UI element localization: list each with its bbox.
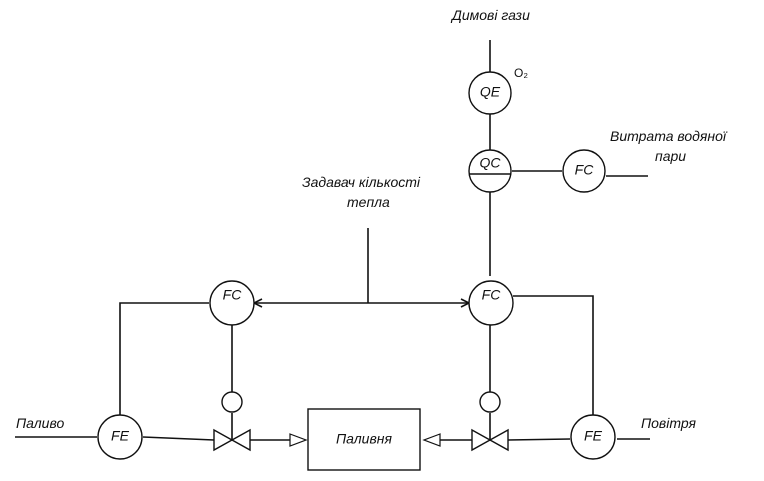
fe-fuel-tag: FE	[111, 428, 130, 444]
flue-gas-label: Димові гази	[450, 7, 530, 23]
fuel-process-line	[15, 433, 308, 447]
air-label: Повітря	[641, 415, 696, 431]
fc-steam-instrument: FC	[562, 149, 606, 193]
fc-steam-tag: FC	[575, 162, 595, 178]
fuel-control-wiring	[119, 302, 233, 440]
air-control-valve	[471, 391, 509, 452]
steam-flow-label-line1: Витрата водяної	[610, 128, 728, 144]
fe-air-instrument: FE	[570, 414, 616, 460]
air-valve-actuator	[479, 391, 501, 413]
qe-instrument: QE	[468, 71, 512, 115]
fc-air-instrument: FC	[468, 280, 514, 326]
steam-flow-label-line2: пари	[655, 148, 686, 164]
qc-tag: QC	[480, 155, 502, 171]
heat-setpoint-label-line1: Задавач кількості	[302, 174, 421, 190]
steam-flow-line	[512, 170, 648, 177]
fc-air-tag: FC	[482, 287, 502, 303]
heat-setpoint-label-line2: тепла	[347, 194, 390, 210]
qe-tag: QE	[480, 84, 501, 100]
fuel-control-valve	[213, 391, 251, 452]
air-process-line	[422, 433, 650, 447]
fc-fuel-tag: FC	[223, 287, 243, 303]
fe-fuel-instrument: FE	[97, 414, 143, 460]
furnace-label: Паливня	[336, 431, 392, 447]
fuel-valve-actuator	[221, 391, 243, 413]
fuel-label: Паливо	[16, 415, 64, 431]
o2-label: O₂	[514, 66, 528, 80]
air-control-wiring	[489, 295, 594, 440]
heat-setpoint-line	[252, 228, 471, 308]
qc-instrument: QC	[468, 149, 512, 193]
fc-fuel-instrument: FC	[209, 280, 255, 326]
furnace-box: Паливня	[307, 408, 421, 471]
fe-air-tag: FE	[584, 428, 603, 444]
